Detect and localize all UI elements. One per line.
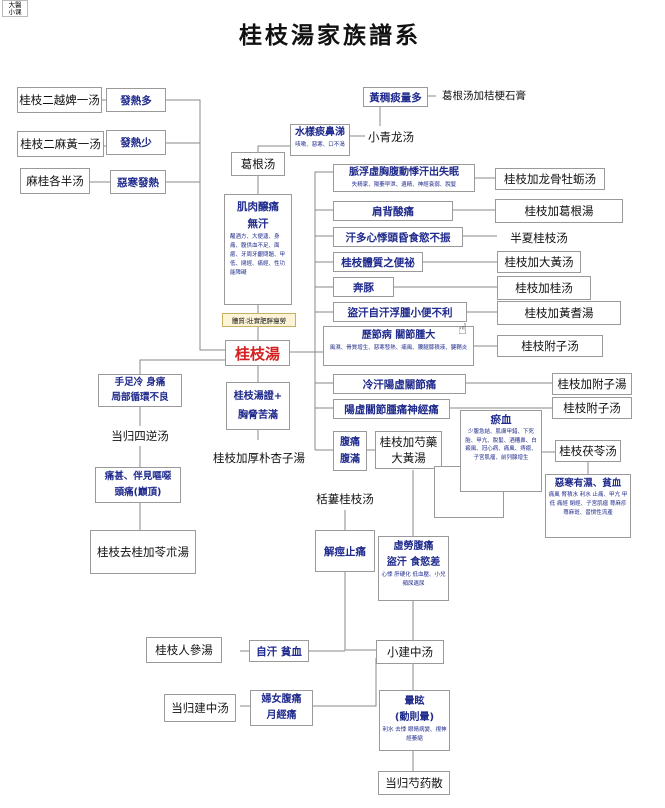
maiFu-node: 脈浮虛胸腹動悸汗出失眠 失精家、陽萎早泄、遺精、神經衰弱、脫髮 [333,164,475,192]
erYueBi-node: 桂枝二越婢一汤 [17,87,102,113]
xiaoJianZhong-node: 小建中汤 [376,640,444,664]
shuiyang-node: 水樣痰鼻涕 咳嗽、惡寒、口不渴 [290,124,350,156]
maiFu-note: 失精家、陽萎早泄、遺精、神經衰弱、脫髮 [351,182,457,188]
xuanYun-line1: 暈眩 [404,696,425,707]
xuanYun-node: 暈眩 (動則暈) 利水 去悸 眼睛病變、視神經萎縮 [379,690,450,751]
shouZu-line2: 局部循環不良 [111,392,169,403]
wuHan-title: 無汗 [247,218,269,230]
danggui4ni-node: 当归四逆汤 [103,426,177,446]
maiFu-title: 脈浮虛胸腹動悸汗出失眠 [349,167,459,178]
shuiyang-note: 咳嗽、惡寒、口不渴 [295,142,345,148]
lengHan-node: 冷汗陽虛關節痛 [333,374,466,394]
tizhi-node: 體質:壯實肥胖瘦勞 [222,313,296,327]
hand-cursor-icon: ☝ [458,320,468,338]
zheng-line1: 桂枝湯證+ [233,391,283,402]
zheng-node: 桂枝湯證+ 胸脅苦滿 [226,382,290,430]
yuXue-node: 瘀血 少腹急結、肌膚甲錯、下死胎、甲亢、脫髮、酒糟鼻、白癜風、冠心病、痛風、痔瘡… [460,410,542,492]
corner-line-1: 大醫 [8,0,22,9]
tongShen-node: 痛甚、伴見嘔噁 頭痛(巔頂) [95,467,181,503]
kuolou-node: 栝蔞桂枝汤 [309,488,381,510]
xuLao-line2: 盜汗 食慾差 [386,557,441,568]
jiaGegen-node: 桂枝加葛根湯 [495,199,623,223]
daoHan-node: 盜汗自汗浮腫小便不利 [333,302,467,322]
fuzi1-node: 桂枝附子汤 [497,335,603,357]
yangXu-node: 陽虛關節腫痛神經痛 [333,399,450,419]
daHuang-node: 桂枝加大黃汤 [497,251,581,273]
jieJing-node: 解痙止痛 [315,530,375,572]
liJie-note: 風濕、骨質增生、惡寒發熱、痛風、腰腿膝積液、腱鞘炎 [329,345,468,351]
faReDuo-node: 發熱多 [106,88,166,112]
zheng-line2: 胸脅苦滿 [238,410,278,421]
faReShao-node: 發熱少 [106,130,166,155]
xiaoqinglong-node: 小青龙汤 [365,126,417,148]
liJie-title: 歷節病 關節腫大 [361,330,436,341]
wuHanYouShi-node: 惡寒有濕、貧血 痛風 腎積水 利水 止痛、甲亢 甲低 痛經 閉經、子宮肌瘤 蕁麻… [545,474,631,538]
corner-logo: 大醫 小课 [2,0,28,17]
fuTong-node: 腹痛 腹滿 [333,431,367,471]
jiRou-title: 肌肉醸痛 [237,201,279,213]
jiaGui-node: 桂枝加桂汤 [497,276,591,300]
furen-node: 婦女腹痛 月經痛 [250,690,313,726]
furen-line1: 婦女腹痛 [261,694,302,705]
xuanYun-note: 利水 去悸 眼睛病變、視神經萎縮 [382,727,447,742]
erMaHuang-node: 桂枝二麻黃一汤 [17,131,104,157]
xuLao-note: 心悸 肝硬化 低血壓、小兒頻尿遺尿 [381,572,446,587]
jiRou-node: 肌肉醸痛 無汗 醒酒方、大便溏、身痛、腹供血不足、面瘡、牙周牙齦問題、甲低、閉經… [224,194,292,305]
hanDuo-node: 汗多心悸頭昏食慾不振 [333,227,463,247]
ziHan-node: 自汗 貧血 [249,640,309,662]
liJie-node: 歷節病 關節腫大 風濕、骨質增生、惡寒發熱、痛風、腰腿膝積液、腱鞘炎 [323,326,474,366]
yuXue-note: 少腹急結、肌膚甲錯、下死胎、甲亢、脫髮、酒糟鼻、白癜風、冠心病、痛風、痔瘡、子宮… [465,429,537,461]
xuLao-node: 虛勞腹痛 盜汗 食慾差 心悸 肝硬化 低血壓、小兒頻尿遺尿 [378,536,449,601]
wuHanFaRe-node: 惡寒發熱 [110,170,166,194]
houPo-node: 桂枝加厚朴杏子湯 [211,440,307,476]
center-node: 桂枝湯 [225,340,290,366]
jianBei-node: 肩背酸痛 [333,201,453,221]
shaoyao-node: 桂枝加芍藥大黃湯 [375,431,442,469]
renShen-node: 桂枝人參湯 [146,637,222,663]
shouZu-line1: 手足冷 身痛 [114,377,166,388]
wuHanYouShi-title: 惡寒有濕、貧血 [554,478,622,489]
tizhiBian-node: 桂枝體質之便祕 [333,252,423,272]
page-title: 桂枝湯家族譜系 [239,22,421,49]
tongShen-line2: 頭痛(巔頂) [114,487,162,498]
furen-line2: 月經痛 [266,710,297,721]
shouZu-node: 手足冷 身痛 局部循環不良 [98,374,182,407]
tongShen-line1: 痛甚、伴見嘔噁 [104,471,172,482]
yuXue-title: 瘀血 [490,414,512,426]
fuling-node: 桂枝茯苓汤 [555,440,621,462]
xuLao-line1: 虛勞腹痛 [393,541,434,552]
fuTong-line2: 腹滿 [340,454,360,465]
banXia-node: 半夏桂枝汤 [497,228,581,248]
longMu-node: 桂枝加龙骨牡蛎汤 [495,168,605,190]
jiRou-note: 醒酒方、大便溏、身痛、腹供血不足、面瘡、牙周牙齦問題、甲低、閉經、痛經、性功能障… [230,234,286,276]
gegen-node: 葛根汤 [231,152,285,176]
corner-line-2: 小课 [8,7,22,16]
wuHanYouShi-note: 痛風 腎積水 利水 止痛、甲亢 甲低 痛經 閉經、子宮肌瘤 蕁麻疹 蕁麻斑、習慣… [548,492,628,516]
jianZhong-node: 当归建中汤 [164,694,236,722]
fuTong-line1: 腹痛 [340,437,360,448]
shaoyaoSan-node: 当归芍药散 [378,771,450,795]
quGui-node: 桂枝去桂加苓朮湯 [90,530,196,574]
jiaFuzi-node: 桂枝加附子湯 [552,373,632,395]
huangQi-node: 桂枝加黃耆湯 [497,301,621,325]
huangChou-node: 黃稠痰量多 [363,87,428,107]
xuanYun-line2: (動則暈) [394,712,435,723]
gegenJiaJie-node: 葛根汤加桔梗石膏 [436,84,532,106]
fuzi2-node: 桂枝附子汤 [552,397,632,419]
bentun-node: 奔豚 [333,277,394,297]
shuiyang-title: 水樣痰鼻涕 [295,127,345,138]
maGuiGeBan-node: 麻桂各半汤 [20,168,90,194]
